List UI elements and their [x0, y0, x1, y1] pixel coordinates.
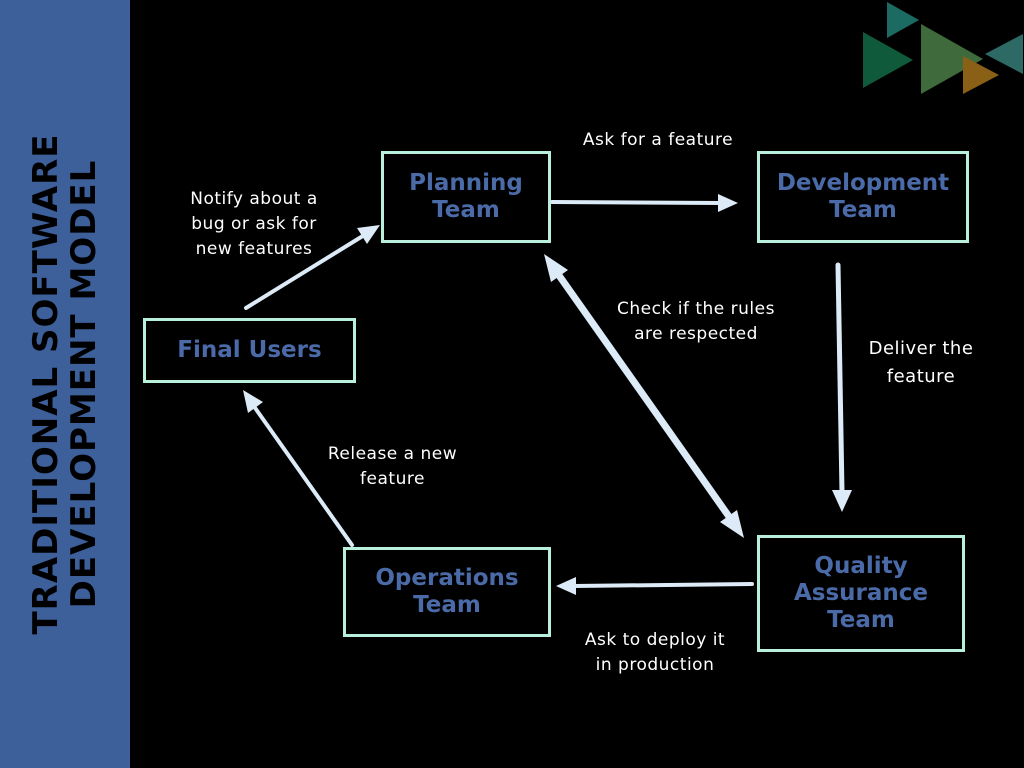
sidebar: TRADITIONAL SOFTWARE DEVELOPMENT MODEL [0, 0, 130, 768]
logo-triangle-teal-top [887, 2, 919, 38]
node-planning-label: Planning Team [409, 170, 523, 223]
arrow-operations-to-final-users [251, 403, 354, 547]
logo-triangle-olive [921, 24, 983, 94]
logo-triangle-teal-right [985, 34, 1023, 74]
node-final-users-label: Final Users [177, 337, 322, 363]
label-deliver-feature: Deliver the feature [868, 338, 974, 387]
arrowhead-planning-bottom [544, 254, 568, 282]
arrow-planning-to-development [550, 200, 724, 205]
arrowhead-planning-left [357, 225, 380, 244]
label-ask-for-feature: Ask for a feature [582, 130, 734, 150]
logo-triangle-green-left [863, 32, 913, 88]
node-qa-team: Quality Assurance Team [757, 535, 965, 652]
arrow-development-to-qa [835, 262, 845, 495]
node-development-label: Development Team [776, 170, 950, 223]
arrowhead-qa-top [832, 490, 852, 512]
arrowhead-qa-left [720, 510, 744, 538]
label-release-feature: Release a new feature [327, 444, 458, 489]
label-notify-bug: Notify about a bug or ask for new featur… [190, 189, 318, 259]
label-ask-to-deploy: Ask to deploy it in production [584, 630, 726, 675]
logo-triangle-gold [963, 56, 999, 94]
node-final-users: Final Users [143, 318, 356, 383]
arrowhead-operations [556, 577, 576, 595]
node-planning-team: Planning Team [381, 151, 551, 243]
arrowhead-development [718, 194, 738, 212]
arrow-planning-qa-double [554, 270, 734, 522]
arrow-qa-to-operations [572, 582, 754, 588]
arrow-final-users-to-planning [244, 232, 368, 310]
node-operations-label: Operations Team [375, 565, 519, 618]
arrowhead-final-users [243, 390, 263, 413]
node-operations-team: Operations Team [343, 547, 551, 637]
triangles-logo [863, 2, 1023, 94]
label-check-rules: Check if the rules are respected [617, 299, 775, 344]
node-development-team: Development Team [757, 151, 969, 243]
node-qa-label: Quality Assurance Team [793, 553, 929, 633]
